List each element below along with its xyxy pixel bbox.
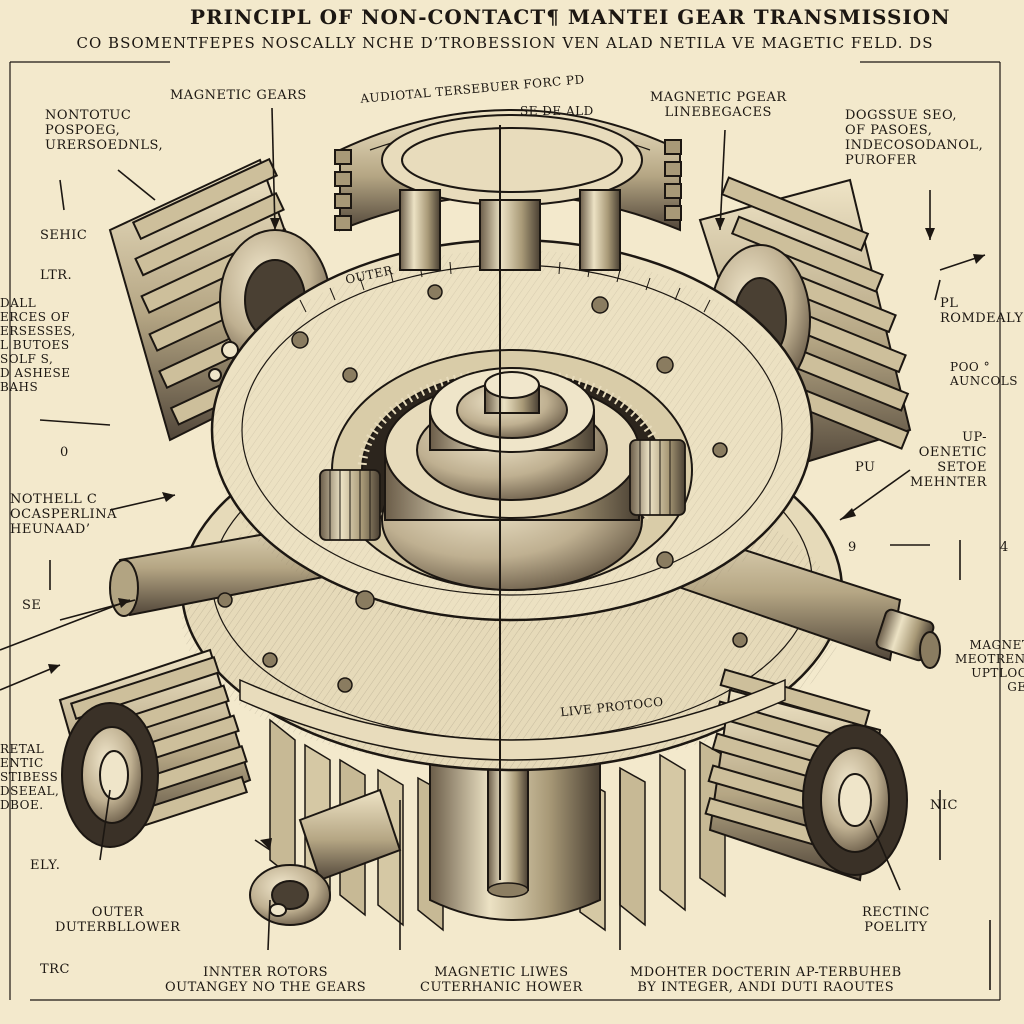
label-mohter: MDOHTER DOCTERIN AP-TERBUHEB BY INTEGER,… xyxy=(630,965,902,995)
bottom-shaft xyxy=(487,759,529,891)
label-magnetic-lines: MAGNETIC LIWES CUTERHANIC HOWER xyxy=(420,965,583,995)
top-collar xyxy=(334,109,682,271)
label-nine: 9 xyxy=(848,540,857,555)
label-se: SE xyxy=(22,598,42,613)
label-magnetic-pgear: MAGNETIC PGEAR LINEBEGACES xyxy=(650,90,787,120)
label-four: 4 xyxy=(1000,540,1009,555)
diagram-subtitle: CO BSOMENTFEPES NOSCALLY NCHE D’TROBESSI… xyxy=(76,34,934,52)
label-outer: OUTER DUTERBLLOWER xyxy=(55,905,181,935)
label-top-left-note: NONTOTUC POSPOEG, URERSOEDNLS, xyxy=(45,108,164,153)
label-magnetic-gears: MAGNETIC GEARS xyxy=(170,88,307,103)
label-nic: NIC xyxy=(930,798,958,813)
arrowheads xyxy=(48,218,985,850)
central-hub xyxy=(381,367,643,591)
label-left-note: DALL ERCES OF ERSESSES, L BUTOES SOLF S,… xyxy=(0,296,76,394)
label-ely: ELY. xyxy=(30,858,61,873)
label-trc: TRC xyxy=(40,962,70,977)
label-zero: 0 xyxy=(60,445,69,460)
label-nothell: NOTHELL C OCASPERLINA HEUNAAD’ xyxy=(10,492,117,537)
diagram-title: PRINCIPL OF NON-CONTACT¶ MANTEI GEAR TRA… xyxy=(190,5,951,29)
lower-left-gear xyxy=(58,648,252,848)
label-inner-rotors: INNTER ROTORS OUTANGEY NO THE GEARS xyxy=(165,965,367,995)
label-pl-right: PL ROMDEALY xyxy=(940,296,1024,326)
label-up-oenetic: UP- OENETIC SETOE MEHNTER xyxy=(910,430,987,490)
label-pu: PU xyxy=(855,460,876,475)
leader-lines xyxy=(0,107,991,990)
lower-band xyxy=(239,678,786,761)
label-axial-force-sub: SE DE ALD xyxy=(520,104,594,118)
label-rectinc: RECTINC POELITY xyxy=(862,905,930,935)
upper-right-gear xyxy=(698,176,912,472)
label-sehic: SEHIC xyxy=(40,228,88,243)
label-po-right: POO ° AUNCOLS xyxy=(950,360,1018,388)
label-retal: RETAL ENTIC STIBESS DSEEAL, DBOE. xyxy=(0,742,60,812)
frame-lines xyxy=(9,61,1001,1001)
ring-bolts xyxy=(217,284,748,693)
label-top-right-note: DOGSSUE SEO, OF PASOES, INDECOSODANOL, P… xyxy=(845,108,984,168)
lower-right-gear xyxy=(704,668,908,882)
label-ltr: LTR. xyxy=(40,268,73,283)
label-magnetic-right: MAGNETIC MEOTRENOE UPTLOCAS GEAR xyxy=(955,638,1024,694)
pinion-gears xyxy=(319,439,686,541)
